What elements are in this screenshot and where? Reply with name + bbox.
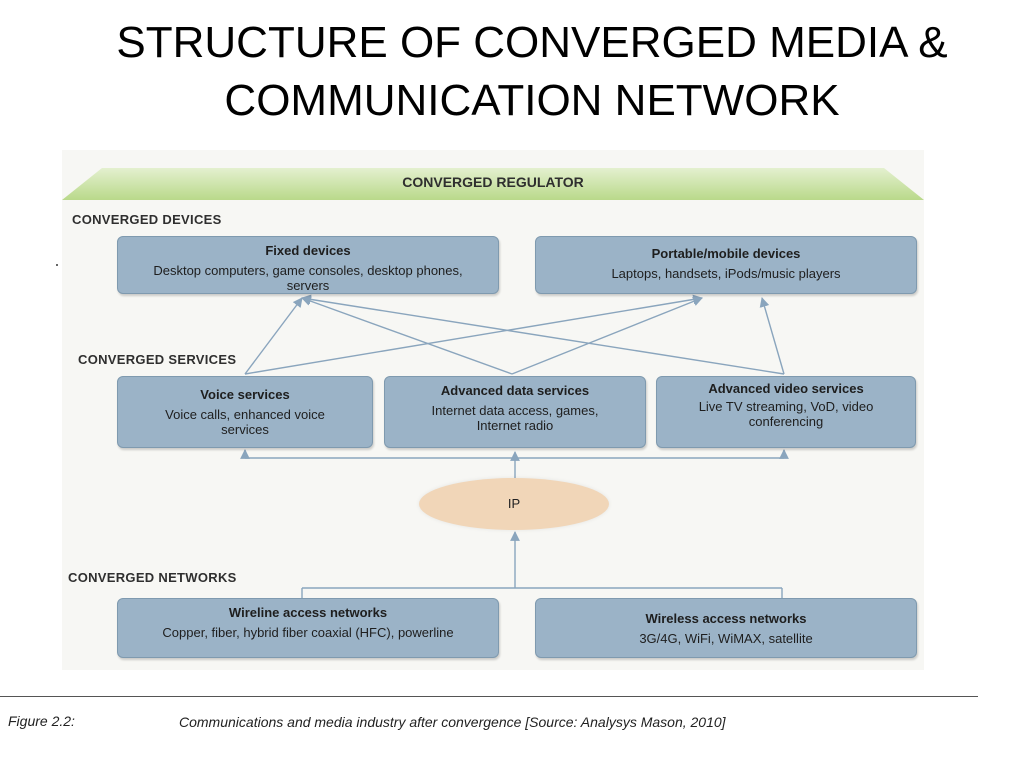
portable-devices-text: Laptops, handsets, iPods/music players xyxy=(611,266,841,281)
voice-services-title: Voice services xyxy=(200,387,290,402)
regulator-band xyxy=(62,168,924,200)
wireless-box: Wireless access networks 3G/4G, WiFi, Wi… xyxy=(535,598,917,658)
title-line-2: COMMUNICATION NETWORK xyxy=(224,76,840,125)
devices-section-label: CONVERGED DEVICES xyxy=(72,212,222,227)
data-services-text: Internet data access, games, Internet ra… xyxy=(431,403,599,433)
arrow-video-to-fixed xyxy=(301,294,785,375)
caption-text: Communications and media industry after … xyxy=(179,714,726,730)
ip-label: IP xyxy=(507,496,521,511)
video-services-title: Advanced video services xyxy=(708,381,864,396)
diagram-connectors xyxy=(62,168,924,598)
portable-devices-title: Portable/mobile devices xyxy=(651,246,801,261)
voice-services-text: Voice calls, enhanced voice services xyxy=(165,407,325,437)
wireline-title: Wireline access networks xyxy=(228,605,388,620)
figure: CONVERGED REGULATOR CONVERGED DEVICES Fi… xyxy=(62,150,924,670)
video-services-text: Live TV streaming, VoD, video conferenci… xyxy=(698,399,874,429)
arrow-video-to-portable xyxy=(759,297,785,375)
services-section-label: CONVERGED SERVICES xyxy=(78,352,237,367)
voice-services-box: Voice services Voice calls, enhanced voi… xyxy=(117,376,373,448)
caption-label: Figure 2.2: xyxy=(8,713,75,729)
fixed-devices-box: Fixed devices Desktop computers, game co… xyxy=(117,236,499,294)
portable-devices-box: Portable/mobile devices Laptops, handset… xyxy=(535,236,917,294)
wireless-title: Wireless access networks xyxy=(645,611,807,626)
data-services-title: Advanced data services xyxy=(440,383,590,398)
wireline-box: Wireline access networks Copper, fiber, … xyxy=(117,598,499,658)
arrow-data-to-portable xyxy=(511,296,703,375)
arrow-data-to-fixed xyxy=(301,296,513,375)
wireless-text: 3G/4G, WiFi, WiMAX, satellite xyxy=(639,631,813,646)
data-services-box: Advanced data services Internet data acc… xyxy=(384,376,646,448)
regulator-label: CONVERGED REGULATOR xyxy=(402,174,584,190)
arrow-voice-to-fixed xyxy=(244,297,303,375)
fixed-devices-title: Fixed devices xyxy=(265,243,351,258)
wireline-text: Copper, fiber, hybrid fiber coaxial (HFC… xyxy=(162,625,454,640)
ip-ellipse: IP xyxy=(419,478,609,530)
arrow-voice-to-portable xyxy=(244,294,703,375)
fixed-devices-text: Desktop computers, game consoles, deskto… xyxy=(153,263,463,293)
caption-rule xyxy=(0,696,978,697)
video-services-box: Advanced video services Live TV streamin… xyxy=(656,376,916,448)
title-line-1: STRUCTURE OF CONVERGED MEDIA & xyxy=(116,18,948,67)
networks-section-label: CONVERGED NETWORKS xyxy=(68,570,237,585)
slide-title: STRUCTURE OF CONVERGED MEDIA & COMMUNICA… xyxy=(40,14,1024,130)
stray-dot xyxy=(56,264,58,266)
